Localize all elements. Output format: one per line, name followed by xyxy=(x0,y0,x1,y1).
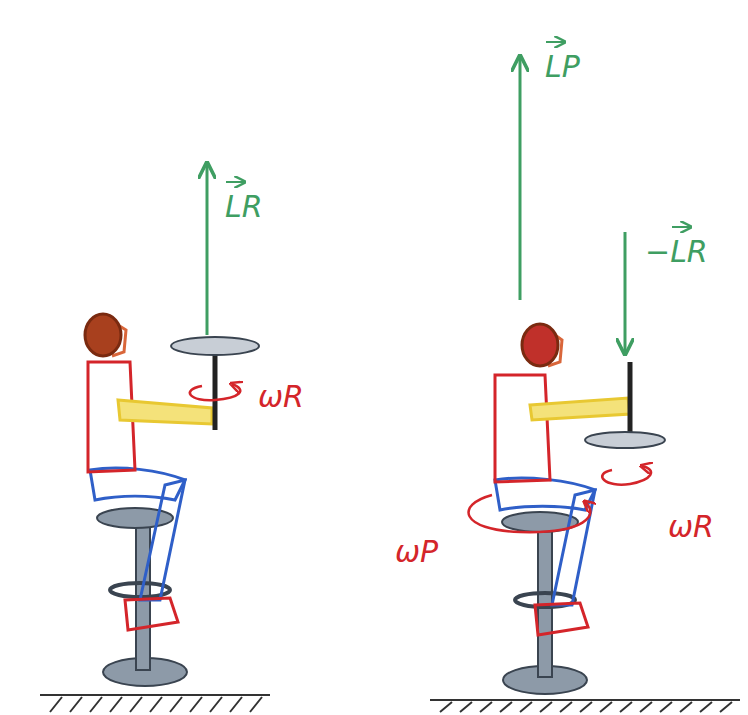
vector-label: LR xyxy=(225,190,263,223)
omega-label: ωR xyxy=(668,510,714,543)
wheel-left xyxy=(171,337,259,430)
stool-right xyxy=(502,512,587,694)
omega-label: ωR xyxy=(258,380,304,413)
vector-mark xyxy=(546,41,564,43)
person-left xyxy=(85,314,212,630)
vector-mark xyxy=(672,226,690,228)
person-right xyxy=(495,324,630,635)
vector-arrow xyxy=(206,165,209,335)
omega-label: ωP xyxy=(395,535,438,568)
ground-left xyxy=(40,695,270,712)
wheel-right xyxy=(585,362,665,485)
rotation-arrow xyxy=(469,495,591,532)
vector-label: −LR xyxy=(645,235,708,268)
vector-arrow xyxy=(624,232,627,352)
ground-right xyxy=(430,700,740,712)
vector-arrow xyxy=(519,58,522,300)
vector-mark xyxy=(226,181,244,183)
vector-label: LP xyxy=(545,50,580,83)
